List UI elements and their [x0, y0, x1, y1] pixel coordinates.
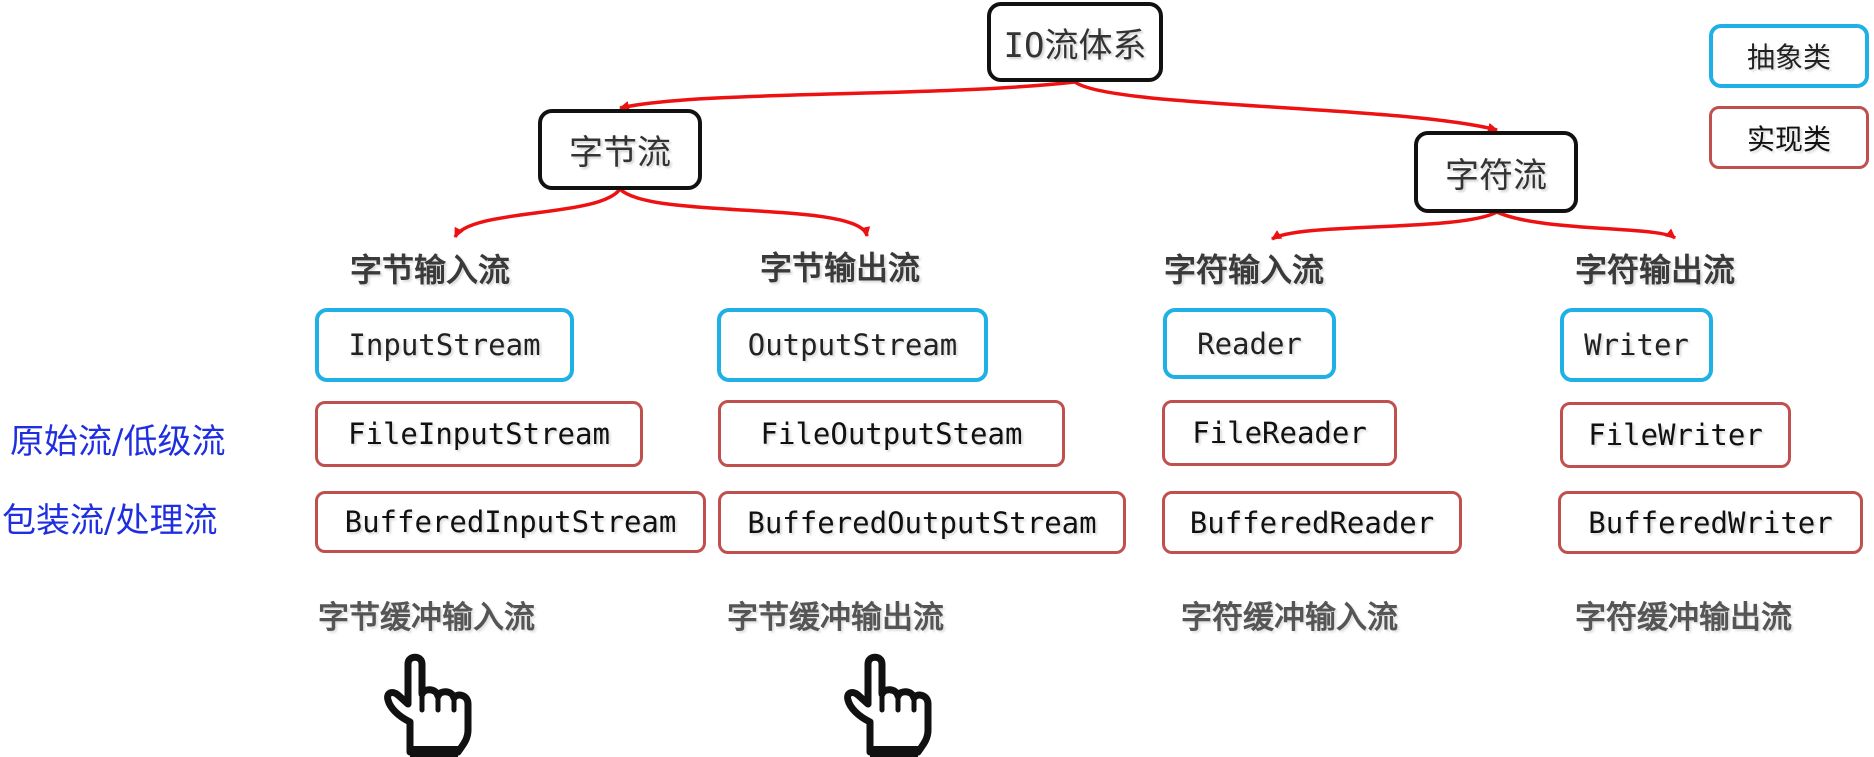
- impl-class-buffered-writer: BufferedWriter: [1558, 491, 1863, 554]
- impl-class-label: BufferedWriter: [1588, 505, 1833, 540]
- char-output-heading: 字符输出流: [1575, 251, 1736, 289]
- impl-class-file-reader: FileReader: [1162, 400, 1397, 466]
- abstract-class-label: OutputStream: [747, 328, 958, 362]
- edge-byte-stream-to-byte-output: [618, 187, 871, 237]
- abstract-class-label: Writer: [1584, 328, 1689, 362]
- impl-class-buffered-input-stream: BufferedInputStream: [315, 491, 706, 553]
- byte-buffered-input-caption: 字节缓冲输入流: [318, 600, 535, 636]
- legend-impl: 实现类: [1709, 106, 1869, 169]
- abstract-class-label: Reader: [1197, 326, 1302, 361]
- side-label-raw-stream: 原始流/低级流: [10, 422, 226, 462]
- char-stream-label: 字符流: [1445, 155, 1547, 196]
- legend-impl-label: 实现类: [1746, 122, 1831, 156]
- char-buffered-output-caption: 字符缓冲输出流: [1575, 600, 1792, 636]
- edge-root-to-byte-stream: [619, 80, 1076, 111]
- edge-char-stream-to-char-output: [1496, 210, 1677, 240]
- impl-class-label: BufferedOutputStream: [747, 505, 1097, 540]
- impl-class-label: FileWriter: [1588, 418, 1763, 452]
- pointing-hand-icon: [384, 653, 472, 757]
- pointing-hand-icon: [844, 653, 932, 757]
- impl-class-buffered-output-stream: BufferedOutputStream: [718, 491, 1126, 554]
- edge-root-to-char-stream: [1073, 80, 1498, 133]
- impl-class-label: BufferedReader: [1189, 505, 1435, 540]
- impl-class-file-input-stream: FileInputStream: [315, 401, 643, 467]
- edge-char-stream-to-char-input: [1271, 210, 1498, 241]
- impl-class-file-writer: FileWriter: [1560, 402, 1791, 468]
- side-label-wrapper-stream: 包装流/处理流: [2, 501, 218, 541]
- root-node: IO流体系: [987, 2, 1163, 82]
- impl-class-label: BufferedInputStream: [344, 505, 677, 539]
- impl-class-file-output-steam: FileOutputSteam: [718, 400, 1065, 467]
- abstract-class-label: InputStream: [348, 328, 541, 362]
- legend-abstract: 抽象类: [1709, 24, 1869, 88]
- root-label: IO流体系: [1003, 25, 1147, 66]
- impl-class-label: FileReader: [1192, 416, 1367, 450]
- abstract-class-reader: Reader: [1163, 308, 1336, 379]
- impl-class-label: FileOutputSteam: [760, 416, 1023, 451]
- abstract-class-output-stream: OutputStream: [717, 308, 988, 382]
- impl-class-label: FileInputStream: [348, 417, 610, 451]
- byte-input-heading: 字节输入流: [350, 251, 511, 289]
- impl-class-buffered-reader: BufferedReader: [1162, 491, 1462, 554]
- char-input-heading: 字符输入流: [1164, 251, 1325, 289]
- byte-output-heading: 字节输出流: [760, 249, 921, 287]
- abstract-class-writer: Writer: [1560, 308, 1713, 382]
- byte-buffered-output-caption: 字节缓冲输出流: [727, 600, 944, 636]
- byte-stream-label: 字节流: [569, 133, 671, 173]
- char-buffered-input-caption: 字符缓冲输入流: [1181, 600, 1398, 636]
- abstract-class-input-stream: InputStream: [315, 308, 574, 382]
- legend-abstract-label: 抽象类: [1746, 41, 1831, 74]
- char-stream-node: 字符流: [1414, 131, 1578, 213]
- byte-stream-node: 字节流: [538, 109, 702, 190]
- edge-byte-stream-to-byte-input: [453, 187, 622, 239]
